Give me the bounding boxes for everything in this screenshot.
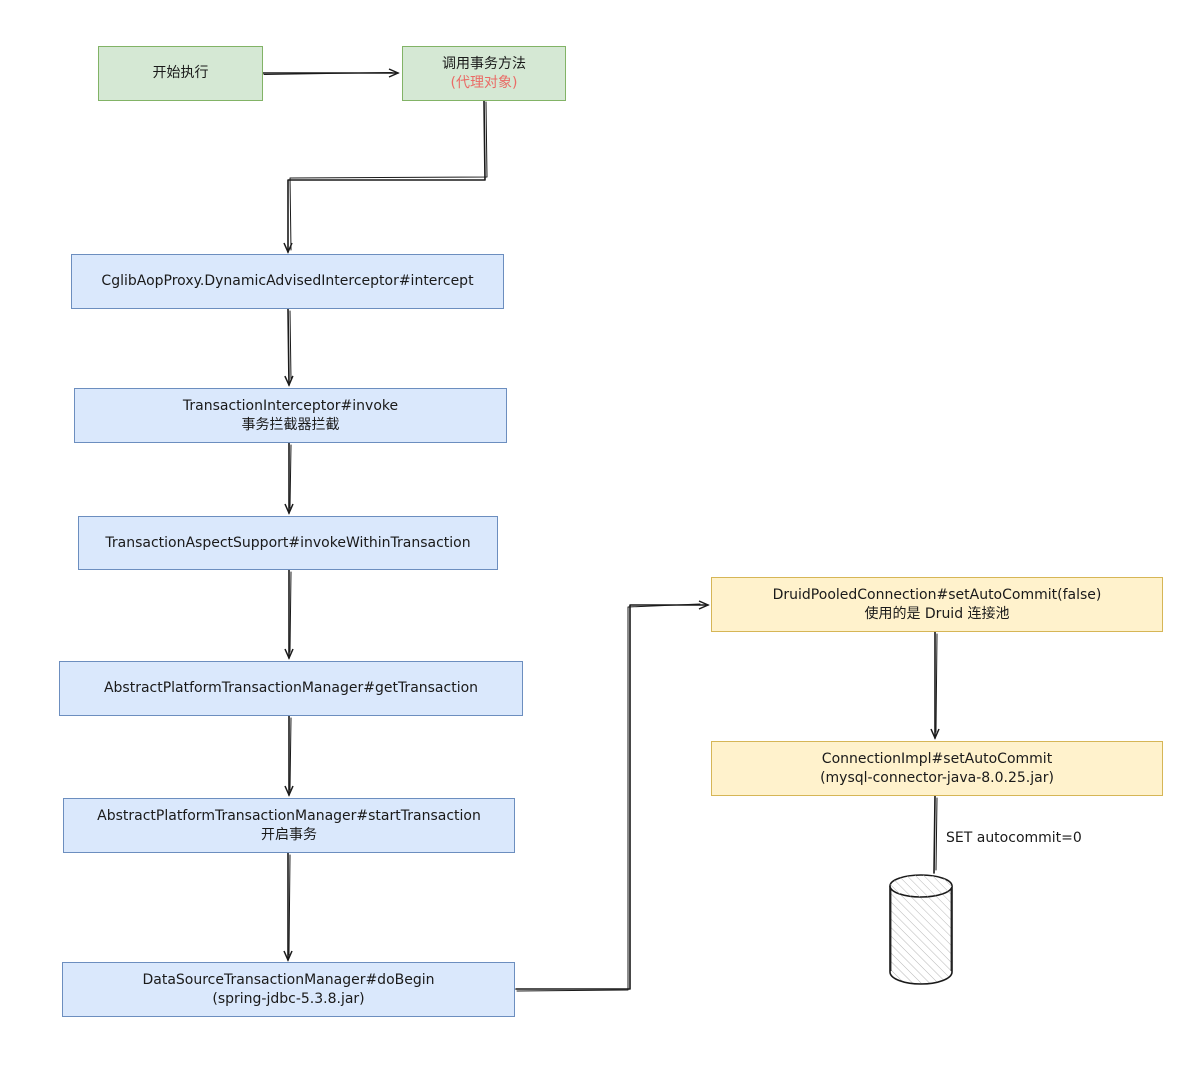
edge-label-sql: SET autocommit=0 — [946, 829, 1082, 847]
node-druid-set-autocommit: DruidPooledConnection#setAutoCommit(fals… — [711, 577, 1163, 632]
node-start-transaction: AbstractPlatformTransactionManager#start… — [63, 798, 515, 853]
edge-cglib-to-interceptor — [284, 308, 294, 387]
node-connection-impl-note: (mysql-connector-java-8.0.25.jar) — [820, 769, 1054, 786]
node-druid-note: 使用的是 Druid 连接池 — [864, 605, 1010, 622]
node-druid-label: DruidPooledConnection#setAutoCommit(fals… — [772, 586, 1102, 603]
edge-dobegin-to-druid — [515, 600, 710, 990]
node-aspect-support-label: TransactionAspectSupport#invokeWithinTra… — [105, 534, 471, 551]
node-cglib-intercept: CglibAopProxy.DynamicAdvisedInterceptor#… — [71, 254, 504, 309]
node-tx-interceptor-note: 事务拦截器拦截 — [241, 416, 340, 433]
node-get-transaction-label: AbstractPlatformTransactionManager#getTr… — [103, 680, 479, 696]
node-call-tx-label: 调用事务方法 — [442, 55, 526, 72]
node-cglib-label: CglibAopProxy.DynamicAdvisedInterceptor#… — [101, 273, 474, 289]
node-start: 开始执行 — [98, 46, 263, 101]
node-do-begin: DataSourceTransactionManager#doBegin (sp… — [62, 962, 515, 1017]
node-call-tx-note: (代理对象) — [450, 74, 518, 91]
node-call-tx: 调用事务方法 (代理对象) — [402, 46, 566, 101]
node-tx-interceptor-label: TransactionInterceptor#invoke — [182, 397, 399, 414]
node-do-begin-note: (spring-jdbc-5.3.8.jar) — [212, 990, 365, 1007]
node-connection-impl: ConnectionImpl#setAutoCommit (mysql-conn… — [711, 741, 1163, 796]
node-start-transaction-label: AbstractPlatformTransactionManager#start… — [97, 807, 481, 824]
node-get-transaction: AbstractPlatformTransactionManager#getTr… — [59, 661, 523, 716]
node-tx-interceptor: TransactionInterceptor#invoke 事务拦截器拦截 — [74, 388, 507, 443]
node-start-transaction-note: 开启事务 — [261, 826, 317, 843]
edge-call-to-cglib — [283, 100, 486, 254]
node-connection-impl-label: ConnectionImpl#setAutoCommit — [821, 750, 1053, 767]
node-aspect-support: TransactionAspectSupport#invokeWithinTra… — [78, 516, 498, 570]
node-do-begin-label: DataSourceTransactionManager#doBegin — [142, 971, 435, 988]
edge-connimpl-to-db — [933, 795, 936, 874]
node-start-label: 开始执行 — [152, 65, 209, 81]
database-cylinder-icon — [886, 872, 956, 988]
